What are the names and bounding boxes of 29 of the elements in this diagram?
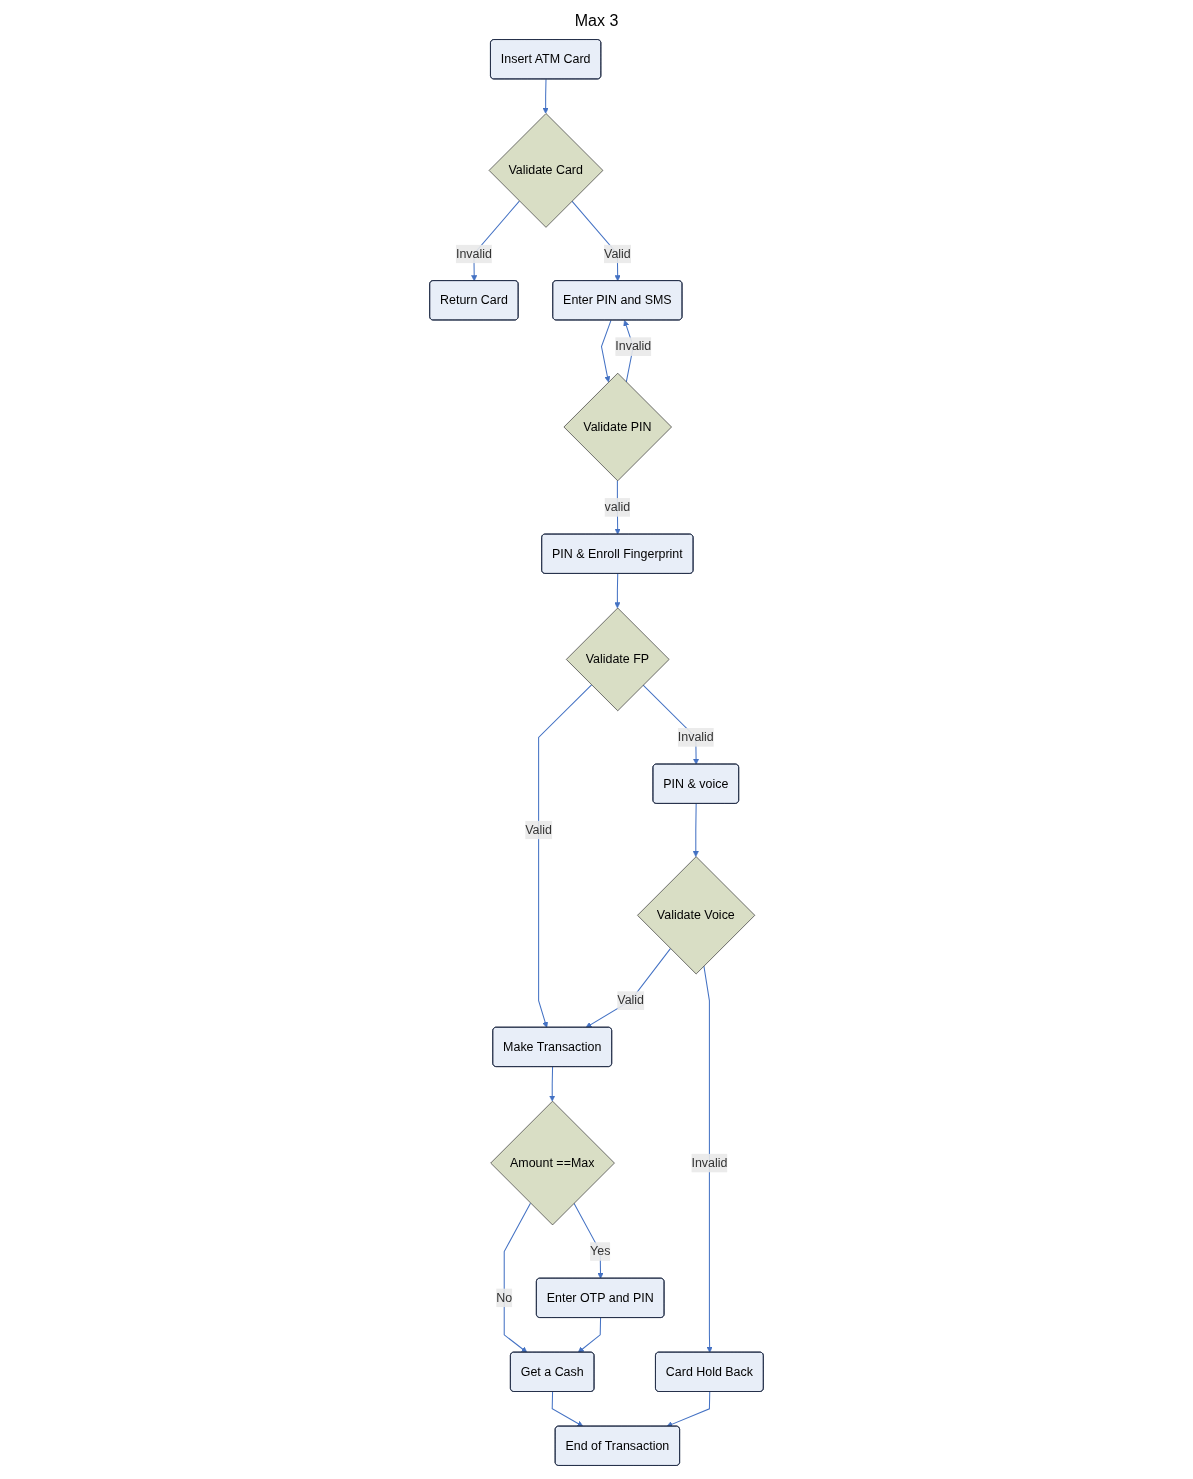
node-diamond: Amount ==Max	[490, 1100, 615, 1226]
note-text: Max 3	[574, 12, 619, 29]
arrow	[549, 1066, 556, 1102]
arrow	[585, 948, 671, 1028]
arrow	[614, 573, 621, 609]
node-diamond: Validate Voice	[637, 856, 756, 975]
arrow	[692, 803, 699, 857]
edge-label: Invalid	[615, 339, 652, 354]
arrow	[666, 1391, 711, 1428]
edge-label: Yes	[590, 1244, 611, 1259]
edge-label: Invalid	[677, 730, 714, 744]
node-diamond: Validate FP	[566, 607, 670, 712]
edge-label: Valid	[525, 822, 552, 837]
edge-label: Invalid	[455, 246, 492, 261]
edge-label: valid	[604, 500, 631, 515]
arrow	[542, 78, 549, 114]
arrow	[551, 1391, 584, 1427]
edge-label: Valid	[617, 993, 645, 1008]
arrow	[600, 319, 612, 383]
arrow	[577, 1317, 602, 1353]
arrow	[573, 1202, 604, 1279]
edge-label: No	[496, 1290, 513, 1305]
edge-label: Valid	[604, 246, 631, 261]
arrow	[503, 1202, 531, 1353]
node-diamond: Validate PIN	[563, 372, 672, 482]
arrow	[703, 965, 713, 1353]
node-diamond: Validate Card	[488, 113, 604, 228]
edge-label: Invalid	[691, 1155, 728, 1170]
arrow	[538, 684, 593, 1028]
